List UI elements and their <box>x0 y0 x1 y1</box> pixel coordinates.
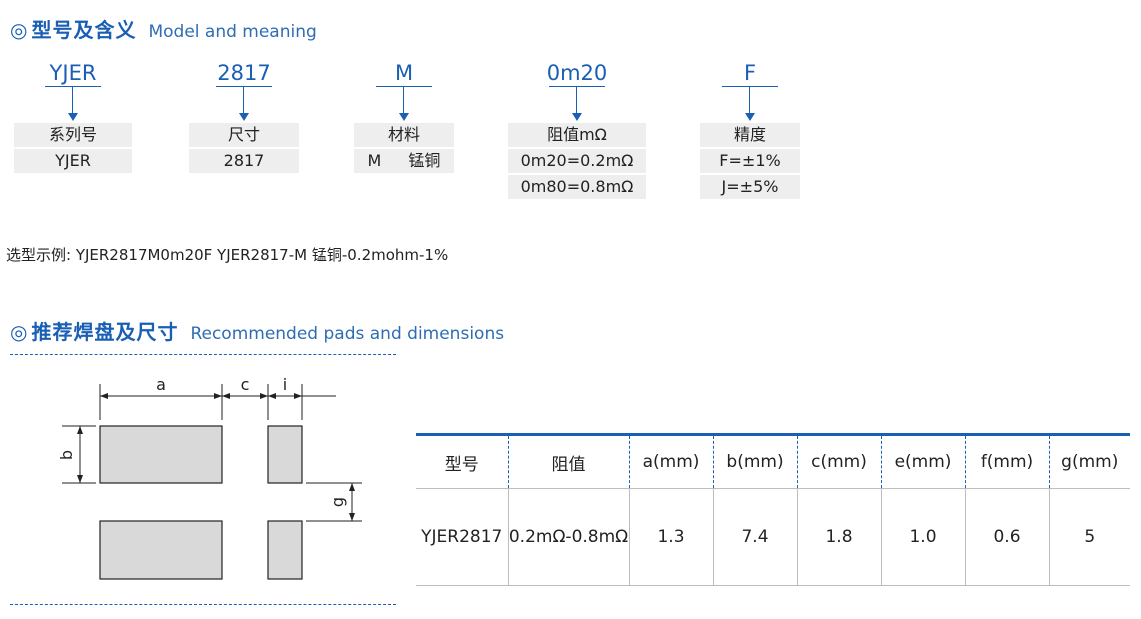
dim-label-a: a <box>156 375 166 394</box>
part-option: 0m20=0.2mΩ <box>508 149 646 173</box>
down-arrow-icon <box>700 87 800 123</box>
part-code: M <box>394 61 414 85</box>
part-code: F <box>743 61 757 85</box>
model-part-series: YJER 系列号 YJER <box>14 60 132 175</box>
cell-model: YJER2817 <box>416 488 508 586</box>
pad-bottom-left <box>99 520 223 580</box>
section-title-model: ◎ 型号及含义 Model and meaning <box>10 14 317 43</box>
table-row: YJER2817 0.2mΩ-0.8mΩ 1.3 7.4 1.8 1.0 0.6… <box>416 488 1130 586</box>
cell-c: 1.8 <box>796 488 881 586</box>
model-part-tolerance: F 精度 F=±1% J=±5% <box>700 60 800 201</box>
table-header-row: 型号 阻值 a(mm) b(mm) c(mm) e(mm) f(mm) g(mm… <box>416 433 1130 489</box>
dim-label-i: i <box>283 375 287 394</box>
col-header-f: f(mm) <box>964 433 1049 489</box>
cell-g: 5 <box>1048 488 1130 586</box>
dim-label-g: g <box>328 497 347 507</box>
section-title-en: Model and meaning <box>148 22 317 42</box>
col-header-model: 型号 <box>416 433 508 489</box>
pad-top-left <box>99 425 223 484</box>
col-header-e: e(mm) <box>880 433 965 489</box>
pad-bottom-right <box>267 520 303 580</box>
selection-example: 选型示例: YJER2817M0m20F YJER2817-M 锰铜-0.2mo… <box>6 246 449 264</box>
code-underline <box>549 86 605 87</box>
material-code: M <box>367 151 382 170</box>
part-option: J=±5% <box>700 175 800 199</box>
pad-spec-table: 型号 阻值 a(mm) b(mm) c(mm) e(mm) f(mm) g(mm… <box>416 433 1130 586</box>
code-underline <box>722 86 778 87</box>
model-part-size: 2817 尺寸 2817 <box>189 60 299 175</box>
part-label: 尺寸 <box>189 123 299 147</box>
section-title-zh: 推荐焊盘及尺寸 <box>31 320 179 344</box>
cell-e: 1.0 <box>880 488 965 586</box>
down-arrow-icon <box>508 87 646 123</box>
section-title-zh: 型号及含义 <box>31 18 137 42</box>
model-part-resistance: 0m20 阻值mΩ 0m20=0.2mΩ 0m80=0.8mΩ <box>508 60 646 201</box>
part-option: YJER <box>14 149 132 173</box>
code-underline <box>216 86 272 87</box>
pad-top-right <box>267 425 303 484</box>
col-header-a: a(mm) <box>628 433 713 489</box>
cell-b: 7.4 <box>712 488 797 586</box>
pad-dimension-diagram: a c i b g <box>57 375 362 580</box>
model-part-material: M 材料 M 锰铜 <box>354 60 454 175</box>
part-option: 2817 <box>189 149 299 173</box>
code-underline <box>45 86 101 87</box>
cell-a: 1.3 <box>628 488 713 586</box>
dim-label-c: c <box>241 375 250 394</box>
section-title-pads: ◎ 推荐焊盘及尺寸 Recommended pads and dimension… <box>10 316 504 345</box>
col-header-c: c(mm) <box>796 433 881 489</box>
col-header-b: b(mm) <box>712 433 797 489</box>
part-label: 阻值mΩ <box>508 123 646 147</box>
part-label: 系列号 <box>14 123 132 147</box>
col-header-g: g(mm) <box>1048 433 1130 489</box>
down-arrow-icon <box>14 87 132 123</box>
section-title-en: Recommended pads and dimensions <box>190 324 505 344</box>
part-label: 材料 <box>354 123 454 147</box>
material-name: 锰铜 <box>408 151 441 170</box>
cell-f: 0.6 <box>964 488 1049 586</box>
double-circle-icon: ◎ <box>10 18 28 42</box>
down-arrow-icon <box>189 87 299 123</box>
down-arrow-icon <box>354 87 454 123</box>
part-option: M 锰铜 <box>354 149 454 173</box>
code-underline <box>376 86 432 87</box>
part-label: 精度 <box>700 123 800 147</box>
dim-label-b: b <box>57 450 76 460</box>
double-circle-icon: ◎ <box>10 320 28 344</box>
part-code: YJER <box>49 61 97 85</box>
part-option: 0m80=0.8mΩ <box>508 175 646 199</box>
cell-resistance: 0.2mΩ-0.8mΩ <box>507 488 629 586</box>
part-option: F=±1% <box>700 149 800 173</box>
dashed-divider <box>10 604 396 605</box>
col-header-resistance: 阻值 <box>507 433 629 489</box>
part-code: 2817 <box>217 61 271 85</box>
dashed-divider <box>10 354 396 355</box>
part-code: 0m20 <box>546 61 608 85</box>
